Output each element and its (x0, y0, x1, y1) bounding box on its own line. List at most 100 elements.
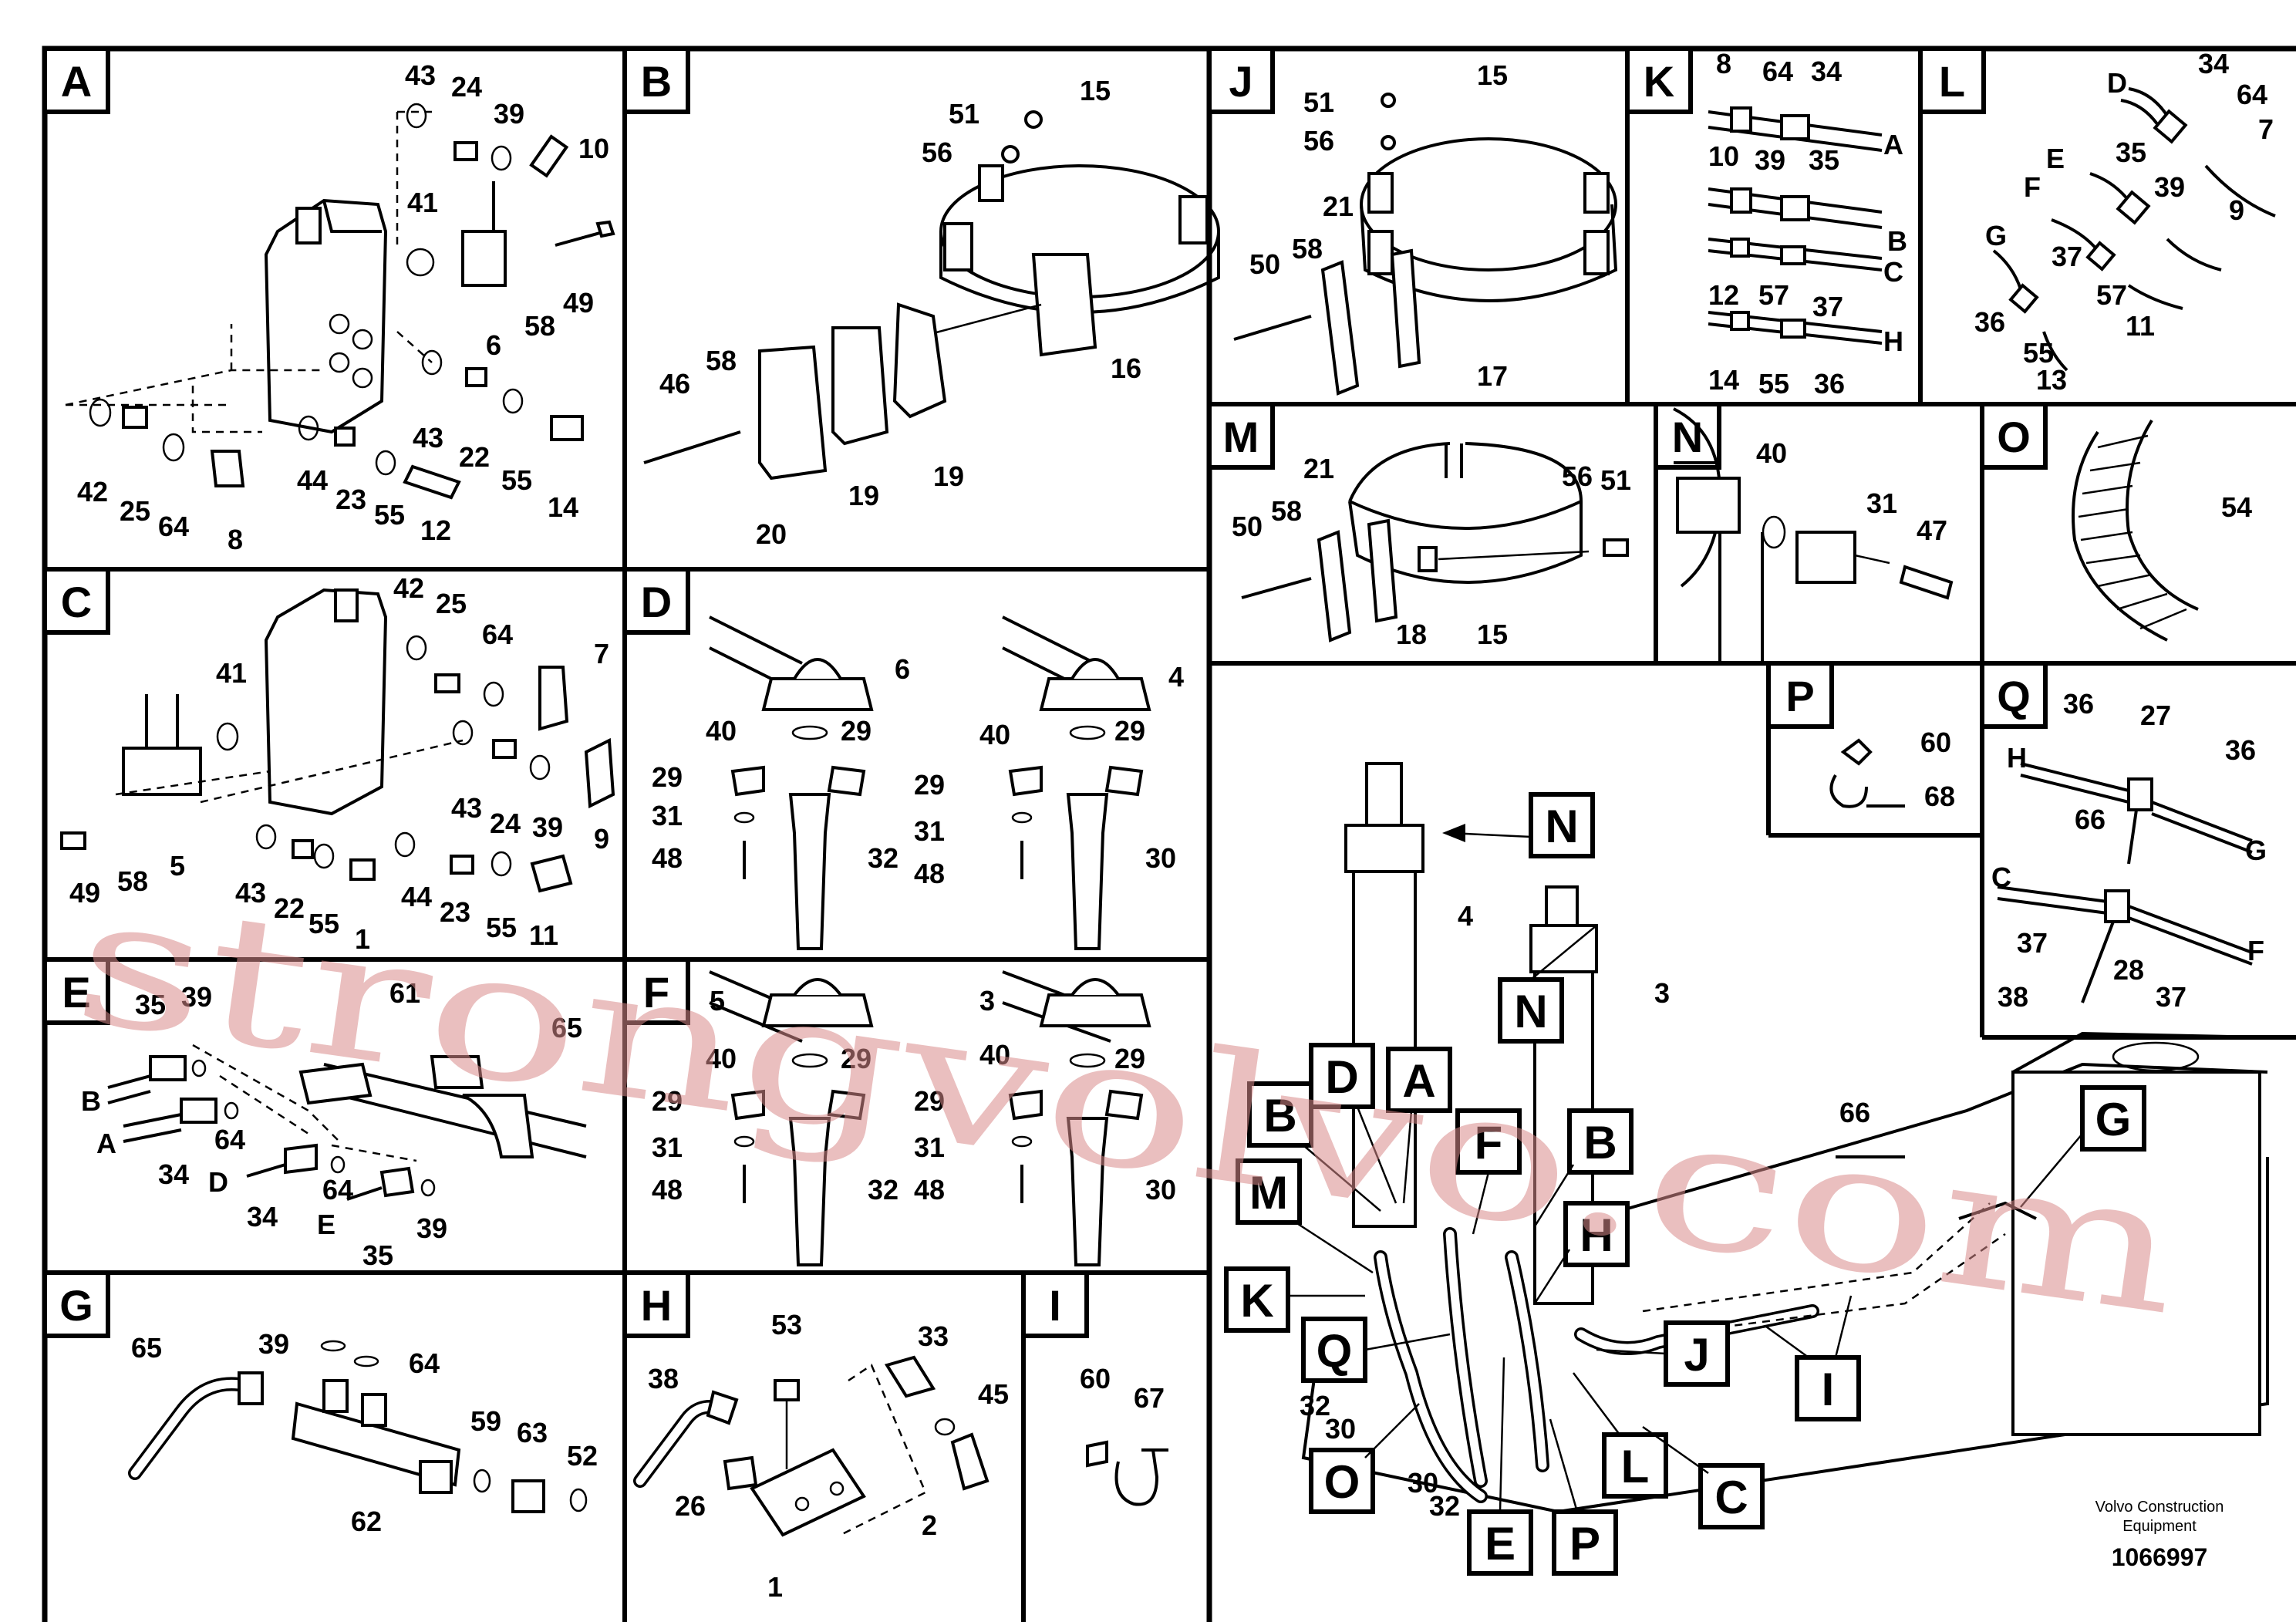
main-callouts: N N 4 3 D A B M F B H K Q J 32 30 O 30 (1224, 792, 2146, 1576)
svg-text:L: L (1939, 57, 1965, 106)
section-label-q: Q (1980, 661, 2048, 729)
svg-text:K: K (1240, 1275, 1273, 1327)
svg-text:G: G (2095, 1094, 2132, 1145)
part-number: 68 (1924, 781, 1955, 812)
part-number: 43 (235, 877, 266, 909)
part-number: 12 (1708, 279, 1739, 311)
part-number: 55 (501, 464, 532, 496)
svg-text:H: H (641, 1281, 672, 1330)
section-i-numbers: 60 67 (1080, 1363, 1165, 1414)
svg-text:M: M (1249, 1167, 1288, 1219)
part-number: 39 (2154, 171, 2185, 203)
part-number: 23 (335, 484, 366, 515)
part-number: 51 (949, 98, 979, 130)
part-number: G (2245, 835, 2267, 866)
part-number: 48 (652, 1174, 683, 1206)
part-number: 49 (563, 287, 594, 319)
part-number: 52 (567, 1440, 598, 1472)
part-number: 57 (1758, 279, 1789, 311)
part-number: 39 (1755, 144, 1785, 176)
part-number: 48 (914, 858, 945, 889)
section-i-drawing (1086, 1440, 1168, 1506)
part-number: 39 (258, 1328, 289, 1360)
part-number: 9 (2229, 194, 2244, 226)
section-b-drawing (643, 110, 1220, 481)
svg-text:J: J (1684, 1329, 1709, 1381)
part-number: 21 (1303, 453, 1334, 484)
part-number: 36 (1974, 306, 2005, 338)
svg-text:L: L (1621, 1441, 1650, 1492)
section-label-l: L (1918, 46, 1986, 114)
part-number: 30 (1145, 1174, 1176, 1206)
brand-line-1: Volvo Construction (2095, 1499, 2224, 1516)
section-f-drawing (709, 970, 1151, 1266)
section-g-drawing (128, 1340, 588, 1513)
part-number: 29 (652, 761, 683, 793)
part-number: 20 (756, 518, 787, 550)
part-number: 43 (405, 59, 436, 91)
svg-text:B: B (1263, 1090, 1296, 1141)
section-a-drawing (65, 103, 615, 500)
part-number: 33 (918, 1320, 949, 1352)
part-number: 24 (451, 71, 482, 103)
part-number: 19 (933, 460, 964, 492)
svg-text:A: A (1402, 1055, 1435, 1107)
part-number: 38 (648, 1363, 679, 1394)
section-q-numbers: 36 27 H 36 66 G C F 37 28 38 37 (1991, 688, 2267, 1013)
part-number: 56 (1562, 460, 1593, 492)
section-label-b: B (622, 46, 690, 114)
part-number: D (2107, 67, 2127, 99)
part-number: 29 (841, 715, 872, 747)
part-number: 19 (848, 480, 879, 511)
section-q-drawing (1997, 762, 2253, 1003)
part-number: F (2024, 171, 2041, 203)
part-number: 50 (1249, 248, 1280, 280)
part-number: 64 (2237, 79, 2267, 110)
part-number: 42 (393, 572, 424, 604)
part-number: 58 (117, 865, 148, 897)
part-number: 29 (652, 1085, 683, 1117)
part-number: 35 (2116, 137, 2146, 168)
part-number: 37 (2052, 241, 2082, 272)
part-number: E (2046, 143, 2065, 174)
part-number: 14 (548, 491, 578, 523)
part-number: 10 (578, 133, 609, 164)
svg-text:F: F (1475, 1117, 1503, 1168)
section-label-e: E (42, 957, 110, 1025)
section-m-numbers: 21 56 51 50 58 18 15 (1232, 453, 1631, 650)
part-number: 12 (420, 514, 451, 546)
part-number: 46 (659, 368, 690, 400)
svg-text:I: I (1822, 1364, 1835, 1415)
part-number: 44 (401, 881, 432, 912)
part-number: 55 (1758, 368, 1789, 400)
section-label-f: F (622, 957, 690, 1025)
part-number: 64 (482, 619, 513, 650)
section-label-g: G (42, 1270, 110, 1338)
part-number: 47 (1917, 514, 1947, 546)
part-number: 22 (459, 441, 490, 473)
part-number: 29 (914, 1085, 945, 1117)
part-number: 32 (868, 842, 899, 874)
section-k-numbers: 8 64 34 A 10 39 35 B C 12 57 37 H 14 55 … (1708, 48, 1907, 400)
part-number: 56 (922, 137, 952, 168)
part-number: 26 (675, 1490, 706, 1522)
part-number: 17 (1477, 360, 1508, 392)
part-number: 48 (914, 1174, 945, 1206)
callout-p: P (1549, 1418, 1618, 1576)
part-number: 36 (2063, 688, 2094, 720)
part-number: 10 (1708, 140, 1739, 172)
part-number: 29 (1114, 715, 1145, 747)
part-number: 64 (214, 1124, 245, 1155)
part-number: 3 (1654, 977, 1670, 1009)
part-number: 64 (1762, 56, 1793, 87)
section-label-n: N (1654, 402, 1721, 470)
section-label-p: P (1766, 661, 1834, 729)
part-number: 14 (1708, 364, 1739, 396)
section-label-k: K (1625, 46, 1693, 114)
part-number: 58 (706, 345, 737, 376)
part-number: 18 (1396, 619, 1427, 650)
part-number: 5 (170, 850, 185, 882)
callout-d: D (1309, 1043, 1397, 1204)
part-number: 27 (2140, 700, 2171, 731)
part-number: H (1883, 325, 1903, 357)
